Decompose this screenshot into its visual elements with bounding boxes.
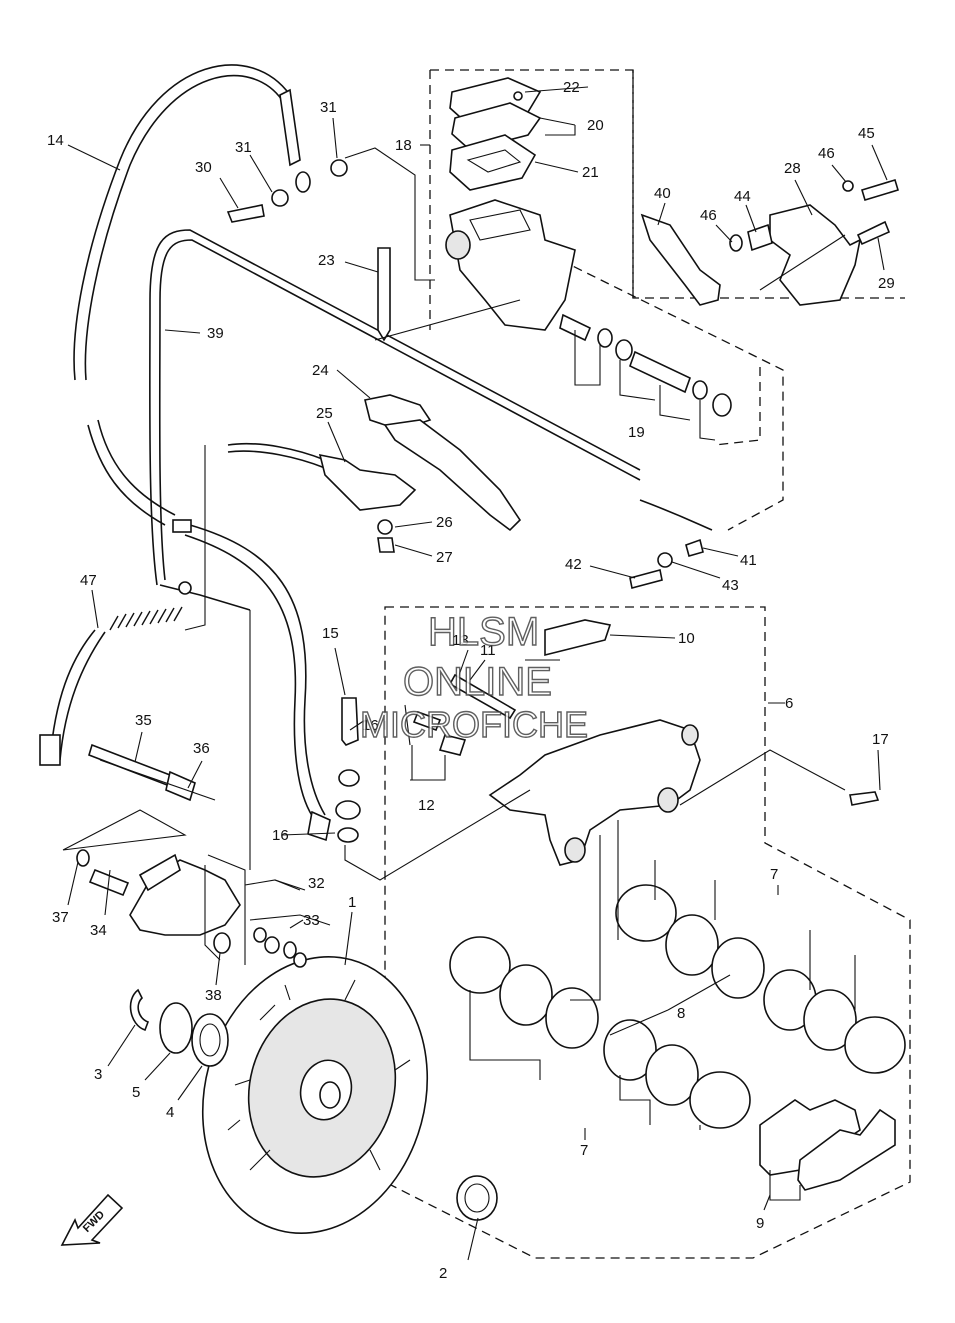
callout-31b: 31: [320, 99, 337, 116]
callout-22: 22: [563, 79, 580, 96]
callout-13: 13: [452, 632, 469, 649]
banjo-bolt: [307, 697, 361, 843]
callout-20: 20: [587, 117, 604, 134]
callout-12: 12: [418, 797, 435, 814]
master-cylinder: [445, 77, 576, 331]
callout-43: 43: [722, 577, 739, 594]
leader-lines: [62, 147, 846, 881]
lever-assy-24: [364, 247, 522, 532]
piston-kit-19: [559, 313, 732, 441]
watermark-line3: MICROFICHE: [360, 704, 588, 745]
callout-17: 17: [872, 731, 889, 748]
callout-19: 19: [628, 424, 645, 441]
piston-group-box: [519, 239, 784, 531]
callout-39: 39: [207, 325, 224, 342]
watermark: HLSM ONLINE MICROFICHE: [359, 609, 588, 745]
disc-small-parts: [129, 988, 498, 1221]
callout-7b: 7: [580, 1142, 588, 1159]
caliper: [412, 619, 880, 866]
callout-16a: 16: [362, 717, 379, 734]
callout-30: 30: [195, 159, 212, 176]
callout-6: 6: [785, 695, 793, 712]
callout-7a: 7: [770, 866, 778, 883]
callout-11: 11: [480, 642, 496, 659]
brake-pads: [759, 1099, 896, 1201]
brake-hose-14: [73, 64, 291, 381]
callout-28: 28: [784, 160, 801, 177]
callout-3: 3: [94, 1066, 102, 1083]
callout-42: 42: [565, 556, 582, 573]
spring-47: [39, 606, 183, 766]
callout-15: 15: [322, 625, 339, 642]
callout-38: 38: [205, 987, 222, 1004]
callout-45: 45: [858, 125, 875, 142]
fwd-arrow-icon: FWD: [60, 1193, 124, 1246]
callout-21: 21: [582, 164, 599, 181]
callout-16b: 16: [272, 827, 289, 844]
callout-34: 34: [90, 922, 107, 939]
callout-44: 44: [734, 188, 751, 205]
callout-2: 2: [439, 1265, 447, 1282]
clutch-perch-25: [318, 453, 417, 553]
callout-10: 10: [678, 630, 695, 647]
hose-fittings: [172, 88, 704, 595]
pin-13: [448, 673, 517, 720]
callout-36: 36: [193, 740, 210, 757]
callout-8: 8: [677, 1005, 685, 1022]
callout-37: 37: [52, 909, 69, 926]
callout-labels: 2 3 4 5 6 7 7 8 9 10 11 12 13 14 15 16 1…: [47, 79, 895, 1282]
callout-31a: 31: [235, 139, 252, 156]
lever-bracket: [640, 179, 899, 306]
callout-14: 14: [47, 132, 64, 149]
callout-46a: 46: [818, 145, 835, 162]
callout-18: 18: [395, 137, 412, 154]
cable-39: [149, 229, 641, 586]
callout-35: 35: [135, 712, 152, 729]
master-cylinder-body: [449, 199, 576, 331]
callout-47: 47: [80, 572, 97, 589]
bolt-23: [377, 247, 391, 342]
callout-41: 41: [740, 552, 757, 569]
clip-10: [544, 619, 612, 657]
callout-33: 33: [303, 912, 320, 929]
callout-27: 27: [436, 549, 453, 566]
callout-26: 26: [436, 514, 453, 531]
caliper-pistons: [449, 820, 906, 1130]
caliper-group-box: [384, 606, 911, 1259]
cap-plate: [451, 102, 542, 151]
callout-4: 4: [166, 1104, 174, 1121]
callout-1: 1: [348, 894, 356, 911]
callout-24: 24: [312, 362, 329, 379]
callout-5: 5: [132, 1084, 140, 1101]
watermark-line1: HLSM: [428, 610, 539, 654]
callout-23: 23: [318, 252, 335, 269]
brake-disc: [201, 956, 429, 1234]
lever-40: [640, 213, 721, 306]
callout-46b: 46: [700, 207, 717, 224]
callout-40: 40: [654, 185, 671, 202]
callout-32: 32: [308, 875, 325, 892]
callout-9: 9: [756, 1215, 764, 1232]
diaphragm-21: [449, 134, 537, 191]
callout-leaders: [67, 86, 888, 1261]
hoses: [73, 64, 713, 821]
spring-end: [39, 734, 61, 766]
callout-25: 25: [316, 405, 333, 422]
watermark-line2: ONLINE: [403, 660, 552, 704]
parking-caliper: [76, 743, 331, 968]
callout-29: 29: [878, 275, 895, 292]
